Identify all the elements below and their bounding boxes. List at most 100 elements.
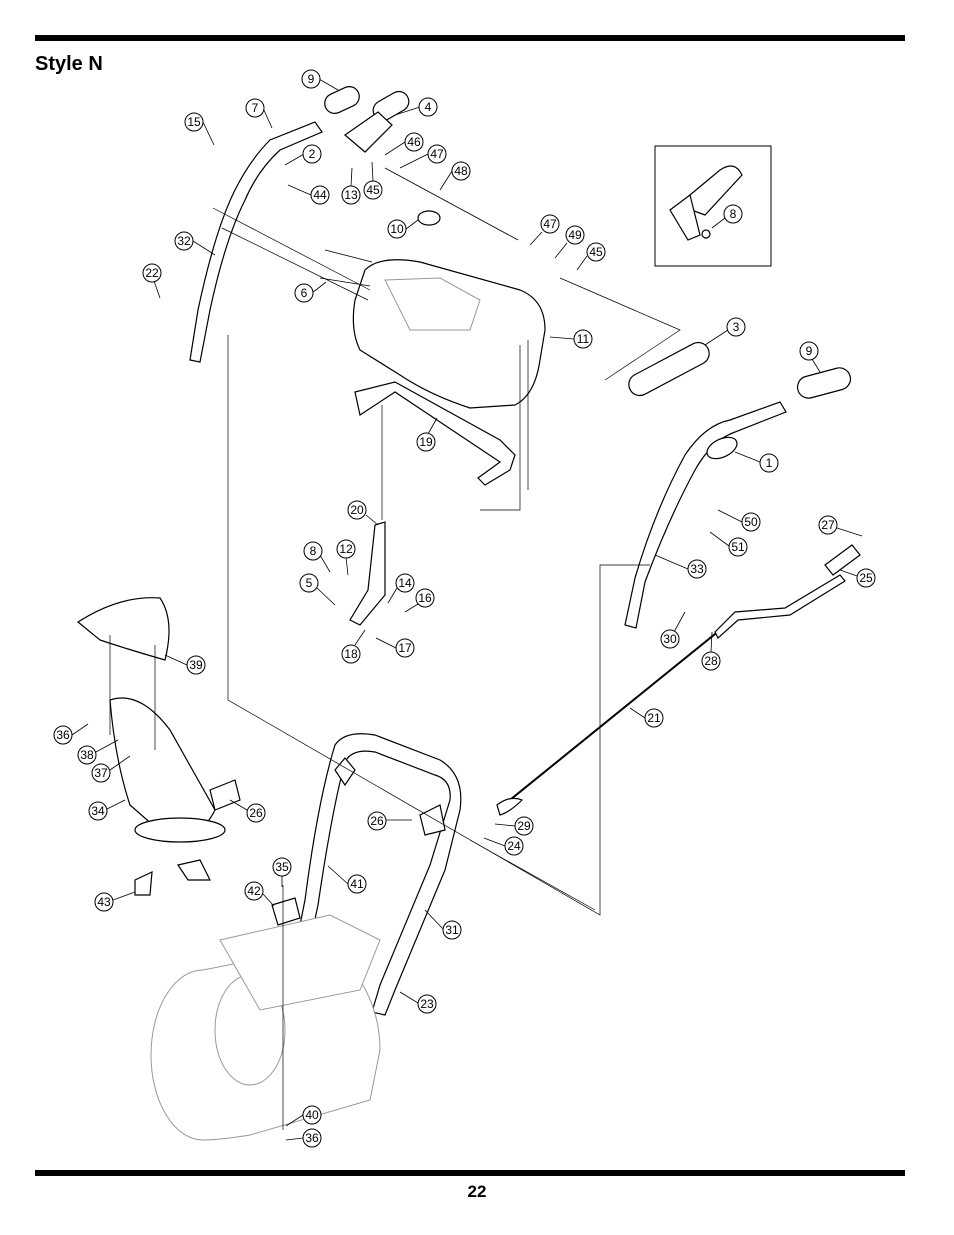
callout-2: 2 — [284, 144, 322, 166]
svg-text:32: 32 — [177, 234, 191, 248]
callout-27: 27 — [818, 515, 863, 537]
rod-48 — [384, 167, 519, 241]
svg-text:14: 14 — [398, 576, 412, 590]
callout-45: 45 — [363, 161, 383, 200]
callout-3: 3 — [704, 317, 746, 346]
callout-39: 39 — [164, 654, 206, 675]
callout-7: 7 — [245, 98, 273, 129]
svg-text:4: 4 — [425, 100, 432, 114]
svg-text:40: 40 — [305, 1108, 319, 1122]
callout-41: 41 — [327, 865, 367, 894]
svg-text:10: 10 — [390, 222, 404, 236]
link-bracket — [349, 521, 386, 626]
svg-text:46: 46 — [407, 135, 421, 149]
callout-34: 34 — [88, 799, 126, 821]
svg-text:25: 25 — [859, 571, 873, 585]
callout-36: 36 — [53, 723, 89, 745]
callout-5: 5 — [299, 573, 336, 606]
callout-8: 8 — [303, 541, 331, 573]
svg-text:47: 47 — [430, 147, 444, 161]
inset-detail-box — [654, 145, 772, 267]
callout-13: 13 — [341, 167, 361, 205]
svg-text:12: 12 — [339, 542, 353, 556]
callout-19: 19 — [416, 417, 438, 452]
callout-37: 37 — [91, 755, 131, 783]
svg-text:26: 26 — [370, 814, 384, 828]
callout-14: 14 — [387, 573, 415, 604]
callout-43: 43 — [94, 891, 136, 912]
svg-text:2: 2 — [309, 147, 316, 161]
svg-text:34: 34 — [91, 804, 105, 818]
callout-12: 12 — [336, 539, 356, 576]
chute-assembly — [76, 597, 241, 896]
svg-text:44: 44 — [313, 188, 327, 202]
callout-29: 29 — [494, 816, 534, 836]
svg-text:8: 8 — [730, 207, 737, 221]
svg-text:21: 21 — [647, 711, 661, 725]
svg-text:6: 6 — [301, 286, 308, 300]
callout-45-b: 45 — [576, 242, 606, 271]
svg-text:23: 23 — [420, 997, 434, 1011]
svg-text:5: 5 — [306, 576, 313, 590]
svg-text:41: 41 — [350, 877, 364, 891]
svg-text:8: 8 — [310, 544, 317, 558]
dash-panel — [352, 210, 546, 409]
callout-9: 9 — [301, 69, 339, 91]
callout-35: 35 — [272, 857, 292, 887]
callout-20: 20 — [347, 500, 379, 526]
callout-30: 30 — [660, 611, 686, 649]
svg-text:38: 38 — [80, 748, 94, 762]
callout-50: 50 — [717, 509, 761, 532]
page-title: Style N — [35, 53, 103, 75]
callout-16: 16 — [404, 588, 435, 613]
callout-9-b: 9 — [799, 341, 821, 373]
callout-24: 24 — [483, 836, 524, 856]
callout-40: 40 — [285, 1105, 322, 1127]
svg-text:3: 3 — [733, 320, 740, 334]
callout-36-b: 36 — [285, 1128, 322, 1148]
page-number: 22 — [467, 1182, 487, 1201]
callout-28: 28 — [701, 631, 721, 671]
svg-text:45: 45 — [589, 245, 603, 259]
callout-49: 49 — [554, 225, 585, 259]
callout-22: 22 — [142, 263, 162, 299]
control-rod — [496, 544, 861, 816]
svg-text:24: 24 — [507, 839, 521, 853]
svg-text:39: 39 — [189, 658, 203, 672]
callout-38: 38 — [77, 739, 119, 765]
cross-rod — [354, 381, 516, 486]
svg-text:11: 11 — [577, 332, 590, 346]
callout-46: 46 — [384, 132, 424, 156]
callout-4: 4 — [394, 97, 438, 117]
svg-text:9: 9 — [308, 72, 315, 86]
callout-1: 1 — [734, 451, 779, 473]
svg-text:18: 18 — [344, 647, 358, 661]
callout-33: 33 — [654, 554, 707, 579]
callout-42: 42 — [244, 881, 275, 907]
svg-text:9: 9 — [806, 344, 813, 358]
svg-text:31: 31 — [445, 923, 459, 937]
callout-32: 32 — [174, 231, 216, 256]
callout-8-inset: 8 — [723, 204, 743, 224]
svg-text:22: 22 — [145, 266, 159, 280]
callout-11: 11 — [549, 329, 593, 349]
svg-text:37: 37 — [94, 766, 108, 780]
svg-text:45: 45 — [366, 183, 380, 197]
callout-23: 23 — [399, 991, 437, 1014]
svg-text:16: 16 — [418, 591, 432, 605]
svg-text:50: 50 — [744, 515, 758, 529]
right-upper-handle — [624, 341, 852, 629]
svg-text:36: 36 — [305, 1131, 319, 1145]
callout-labels: 9 7 4 15 2 46 47 48 44 13 45 10 47 49 45… — [53, 69, 876, 1148]
svg-text:48: 48 — [454, 164, 468, 178]
svg-text:13: 13 — [344, 188, 358, 202]
left-upper-handle — [189, 86, 410, 363]
callout-51: 51 — [709, 531, 748, 557]
callout-26-b: 26 — [367, 811, 412, 831]
bottom-rule — [35, 1170, 905, 1176]
callout-26: 26 — [229, 799, 266, 823]
svg-text:20: 20 — [350, 503, 364, 517]
svg-text:35: 35 — [275, 860, 289, 874]
svg-text:1: 1 — [766, 456, 773, 470]
svg-text:43: 43 — [97, 895, 111, 909]
